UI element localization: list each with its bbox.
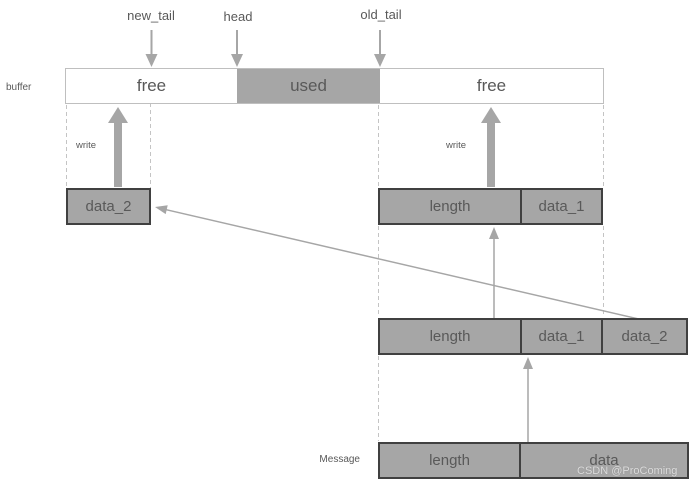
split-message-box: length data_1 data_2 [378, 318, 688, 355]
head-arrow-icon [231, 30, 243, 67]
write-arrow-right-icon [481, 107, 501, 187]
split-data2-cell: data_2 [601, 320, 686, 353]
split-length-cell: length [429, 328, 471, 345]
old-tail-arrow-icon [374, 30, 386, 67]
old-tail-label: old_tail [360, 7, 402, 22]
write-arrows [108, 107, 501, 187]
buffer-segment-label: free [136, 76, 167, 95]
arrow-message-to-row2-icon [523, 357, 533, 442]
new-tail-label: new_tail [127, 8, 175, 23]
wrapped-data2-box: data_2 [66, 188, 151, 225]
written-length-cell: length [429, 198, 471, 215]
pointer-arrows [145, 30, 386, 67]
wrapped-data2-cell: data_2 [85, 198, 132, 215]
message-label: Message [319, 454, 360, 465]
head-label: head [223, 9, 253, 24]
buffer-segment-free-right: free [380, 69, 603, 103]
arrow-row2-data2-to-wrapped-data2-icon [155, 205, 644, 321]
write-label-right: write [446, 140, 467, 151]
buffer-segment-label: used [290, 76, 327, 95]
message-length-cell: length [429, 452, 470, 469]
watermark-text: CSDN @ProComing [577, 465, 678, 477]
message-data-cell: data [519, 444, 687, 477]
buffer-segment-free-left: free [66, 69, 237, 103]
buffer-segment-label: free [476, 76, 507, 95]
written-data1-cell: data_1 [520, 190, 601, 223]
written-chunk-box: length data_1 [378, 188, 603, 225]
write-label-left: write [76, 140, 97, 151]
connector-arrows [155, 205, 644, 442]
write-arrow-left-icon [108, 107, 128, 187]
dashed-guide-lines [66, 68, 604, 441]
buffer-segment-used: used [237, 69, 380, 103]
buffer-bar: free used free [65, 68, 604, 104]
buffer-label: buffer [6, 82, 32, 93]
message-box: length data [378, 442, 689, 479]
arrow-row2-to-row1-icon [489, 227, 499, 318]
new-tail-arrow-icon [145, 30, 158, 67]
split-data1-cell: data_1 [520, 320, 601, 353]
